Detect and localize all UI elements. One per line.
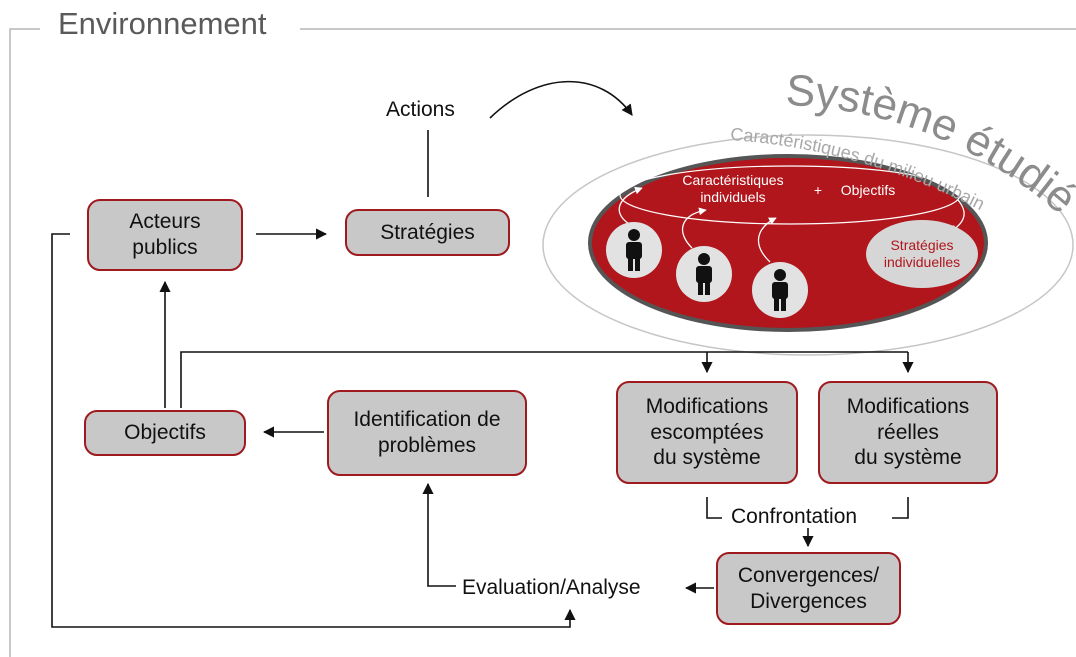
objectives-inner-label: Objectifs: [840, 182, 896, 198]
individual-characteristics-label: Caractéristiques individuels: [682, 172, 784, 205]
confrontation-bracket-right: [892, 497, 909, 519]
confrontation-label: Confrontation: [731, 505, 858, 528]
modifications-reelles-node: Modifications réelles du système: [818, 381, 998, 484]
identification-node: Identification de problèmes: [327, 390, 527, 476]
environment-frame: [9, 28, 1076, 657]
loop-arrow-2: [682, 207, 707, 249]
environment-title: Environnement: [50, 6, 275, 42]
evaluation-to-identification-arrow: [422, 482, 456, 587]
person-icon: [676, 246, 732, 302]
person-icon: [752, 262, 808, 318]
individual-strategies-node: Stratégies individuelles: [866, 220, 978, 288]
evaluation-label: Evaluation/Analyse: [462, 576, 641, 599]
feedback-loop-arrow: [51, 233, 576, 628]
actions-label: Actions: [386, 98, 455, 121]
confrontation-bracket-left: [706, 497, 722, 519]
convergences-node: Convergences/ Divergences: [716, 552, 901, 625]
loop-arrow-3: [757, 217, 777, 263]
plus-sign: +: [813, 182, 823, 198]
person-icon: [606, 222, 662, 278]
individual-loop-ellipse: [619, 165, 961, 225]
objectifs-node: Objectifs: [84, 410, 246, 456]
actions-curved-arrow: [489, 80, 633, 119]
modifications-escomptees-node: Modifications escomptées du système: [616, 381, 798, 484]
strategies-node: Stratégies: [345, 209, 510, 256]
acteurs-publics-node: Acteurs publics: [87, 199, 243, 271]
objectifs-to-modifications-line: [180, 351, 908, 408]
